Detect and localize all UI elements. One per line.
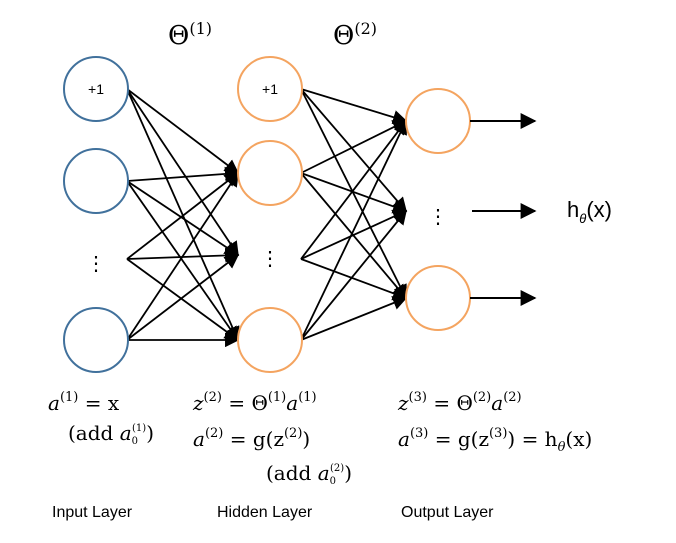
theta1-label: Θ(1) [168,19,212,51]
input-eq-line1: a(1) = x [48,390,120,415]
output-eq-line1: z(3) = Θ(2)a(2) [397,390,522,415]
input-hidden-edge-1-0 [126,166,240,182]
hidden-eq-line1: z(2) = Θ(1)a(1) [192,390,317,415]
hidden-output-edge-3-0 [300,119,407,341]
hidden-bias-node [237,56,303,122]
input-hidden-edge-2-2 [126,258,240,341]
hidden-output-edge-1-1 [300,172,408,214]
output-arrows [470,113,537,306]
hypothesis-label: hθ(x) [567,197,612,226]
input-bias-node [63,56,129,122]
hidden-output-edge-0-1 [300,88,407,213]
input-node-n [63,307,129,373]
input-eq-note: (add a0(1)) [68,421,154,447]
input-hidden-edge-0-1 [126,88,239,257]
input-hidden-edge-1-1 [126,180,240,256]
input-node-1 [63,148,129,214]
hidden-output-edge-2-1 [300,209,408,260]
input-hidden-edge-0-2 [126,88,240,342]
hidden-layer-nodes: +1 ⋮ [237,56,303,373]
hidden-output-edge-3-2 [300,296,408,341]
input-hidden-edge-3-0 [126,171,239,341]
input-hidden-edge-2-0 [126,172,240,260]
hidden-output-edge-1-0 [300,120,408,174]
hidden-node-1 [237,140,303,206]
hidden-node-n [237,307,303,373]
hidden-output-edge-0-0 [300,88,408,125]
output-layer-label: Output Layer [401,504,494,521]
output-layer-nodes: ⋮ [405,88,471,331]
connection-edges [126,88,408,348]
output-node-n [405,265,471,331]
output-eq-line2: a(3) = g(z(3)) = hθ(x) [398,426,592,455]
hidden-layer-label: Hidden Layer [217,504,313,521]
input-hidden-edge-0-0 [126,88,240,174]
hidden-output-edge-2-2 [300,258,408,301]
hidden-ellipsis: ⋮ [260,246,280,270]
hidden-output-edge-0-2 [300,88,407,300]
hidden-output-edge-2-0 [300,119,407,260]
input-bias-label: +1 [88,81,104,97]
input-ellipsis: ⋮ [86,251,106,275]
hidden-bias-label: +1 [262,81,278,97]
input-hidden-edge-1-2 [126,180,239,342]
hidden-eq-note: (add a0(2)) [266,461,352,487]
hidden-output-edge-3-1 [300,209,407,341]
output-node-1 [405,88,471,154]
input-layer-nodes: +1 ⋮ [63,56,129,373]
hidden-eq-line2: a(2) = g(z(2)) [193,426,310,451]
theta2-label: Θ(2) [333,19,377,51]
output-ellipsis: ⋮ [428,204,448,228]
input-hidden-edge-3-1 [126,254,240,341]
input-layer-label: Input Layer [52,504,133,521]
